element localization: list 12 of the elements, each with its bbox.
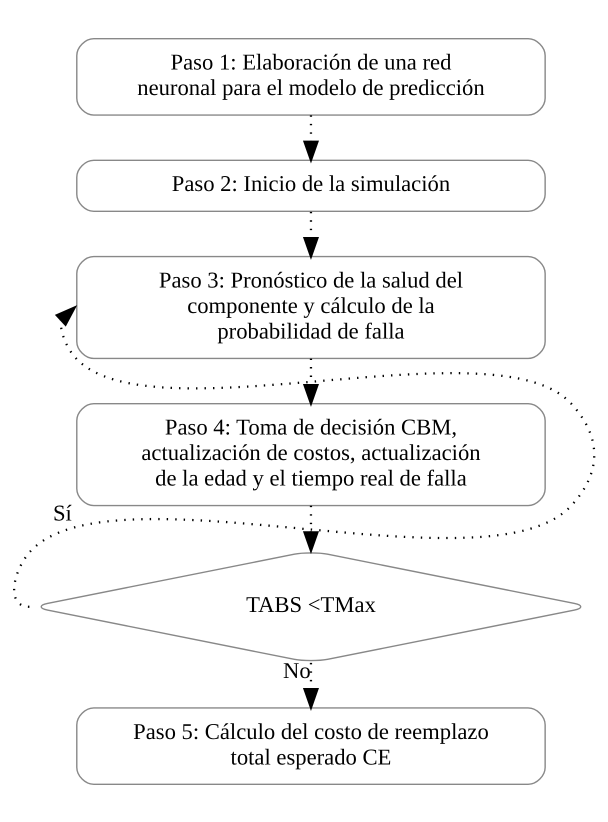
- arrow: [302, 211, 319, 260]
- edge-label: Sí: [52, 500, 72, 526]
- node-box: Paso 2: Inicio de la simulación: [76, 159, 546, 212]
- arrow: [302, 114, 319, 164]
- arrow: [13, 304, 596, 608]
- arrow: [302, 662, 319, 710]
- node-box: Paso 1: Elaboración de una red neuronal para el modelo de predicción: [76, 37, 546, 116]
- node-box: Paso 5: Cálculo del costo de reemplazo total esperado CE: [76, 706, 546, 785]
- arrow: [302, 358, 319, 406]
- arrow: [302, 505, 319, 554]
- node-box: Paso 4: Toma de decisión CBM, actualización de costos, actualización de la edad y el tiempo real de falla: [76, 402, 546, 506]
- node-box: Paso 3: Pronóstico de la salud del componente y cálculo de la probabilidad de falla: [76, 255, 546, 359]
